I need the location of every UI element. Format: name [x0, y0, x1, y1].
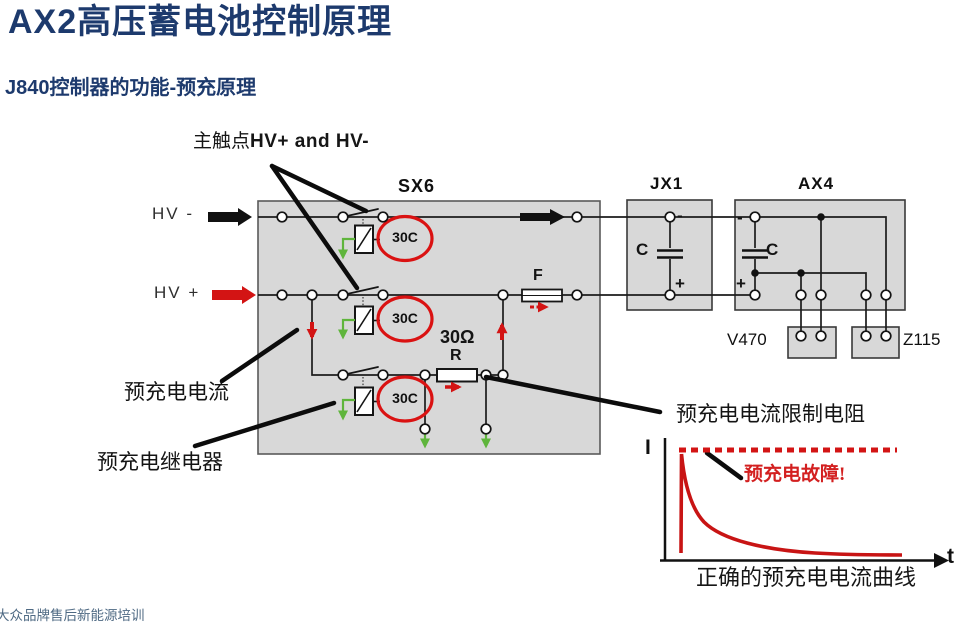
- fuse-label: F: [533, 267, 543, 284]
- page-title: AX2高压蓄电池控制原理: [8, 3, 393, 41]
- ax4-label: AX4: [798, 174, 835, 193]
- sx6-label: SX6: [398, 176, 436, 196]
- v470-box: [787, 326, 837, 359]
- jx1-minus-label: -: [677, 206, 683, 225]
- t-axis-arrowhead: [934, 553, 949, 568]
- green-control-arrows: [338, 237, 491, 449]
- z115-label: Z115: [903, 330, 941, 349]
- hv-minus-arrow: [208, 208, 252, 226]
- resistor-ref-label: R: [450, 347, 462, 364]
- jx1-plus-label: +: [675, 274, 685, 293]
- relay1-30c-label: 30C: [392, 229, 418, 245]
- hv-minus-label: HV -: [152, 204, 194, 223]
- ax4-capacitor-label: C: [766, 240, 779, 259]
- chart-y-axis-label: I: [645, 436, 651, 459]
- slide-footer: 大众品牌售后新能源培训: [0, 608, 145, 623]
- pointer-lines: [192, 163, 744, 481]
- contact-blades: [346, 208, 379, 375]
- terminals: [276, 211, 892, 435]
- ax4-minus-label: -: [737, 208, 743, 227]
- main-contacts-prefix: 主触点: [193, 131, 251, 152]
- hv-plus-label: HV +: [154, 283, 201, 302]
- jx1-capacitor-label: C: [636, 240, 649, 259]
- fuse-symbol: [521, 288, 563, 303]
- page-subtitle: J840控制器的功能-预充原理: [5, 77, 257, 99]
- chart-x-axis-label: t: [947, 545, 954, 568]
- main-contacts-names: HV+ and HV-: [250, 131, 370, 152]
- current-flow-arrows: [306, 301, 549, 393]
- capacitor-plates: [657, 249, 768, 259]
- relay3-30c-label: 30C: [392, 390, 418, 406]
- precharge-current-chart: [660, 438, 949, 568]
- resistor-value-label: 30Ω: [440, 327, 475, 347]
- resistor-symbol: [436, 368, 478, 383]
- precharge-relay-label: 预充电继电器: [97, 450, 223, 474]
- junction-dots: [751, 213, 825, 277]
- relay-30c-circles: [376, 214, 434, 423]
- main-contacts-label: 主触点HV+ and HV-: [193, 131, 370, 153]
- fault-annotation: 预充电故障!: [744, 464, 846, 485]
- precharge-resistor-label: 预充电电流限制电阻: [676, 402, 865, 426]
- chart-caption: 正确的预充电电流曲线: [696, 565, 917, 590]
- ax4-plus-label: +: [736, 274, 746, 293]
- precharge-current-curve: [679, 453, 903, 557]
- hv-plus-arrow: [212, 286, 256, 304]
- hv-minus-flow-arrow: [520, 209, 565, 225]
- jx1-label: JX1: [650, 174, 684, 193]
- precharge-current-label: 预充电电流: [124, 380, 229, 404]
- v470-label: V470: [727, 330, 767, 349]
- z115-box: [851, 326, 900, 359]
- relay2-30c-label: 30C: [392, 310, 418, 326]
